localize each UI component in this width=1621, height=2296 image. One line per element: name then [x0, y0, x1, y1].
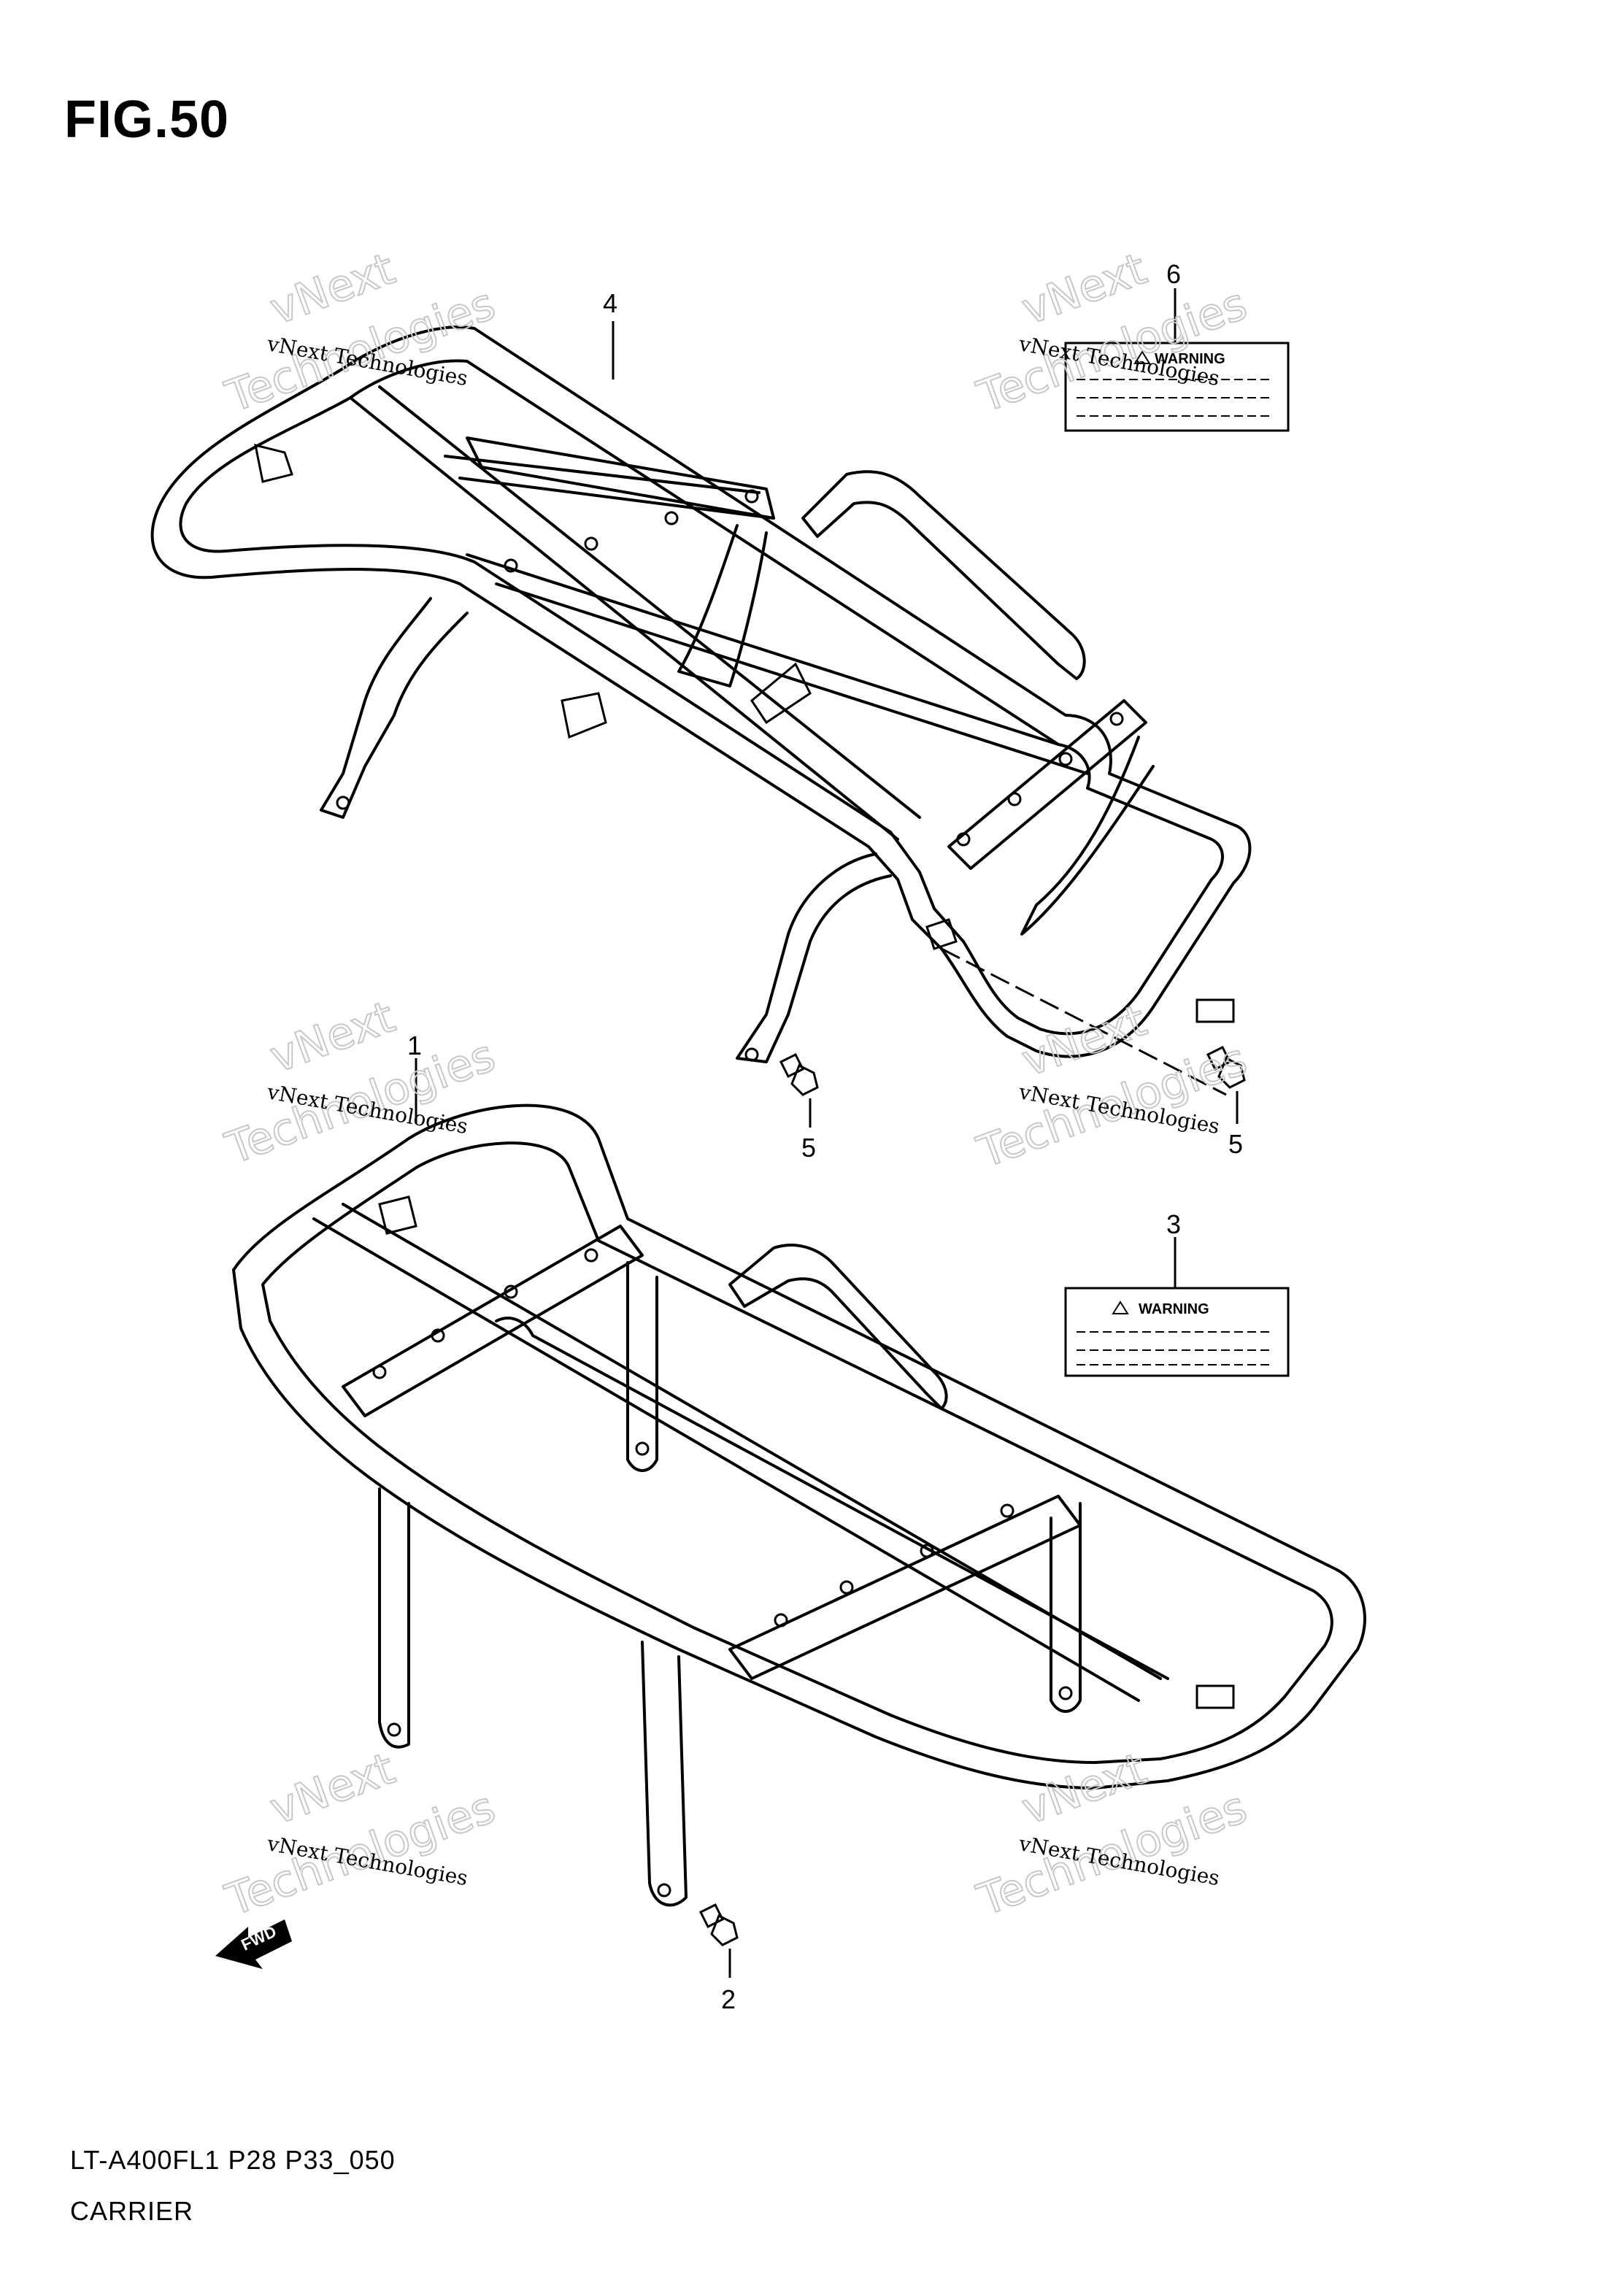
callout-4: 4	[603, 288, 617, 318]
warning-label-6-text: WARNING	[1155, 351, 1225, 367]
model-code: LT-A400FL1 P28 P33_050	[70, 2145, 396, 2175]
watermark-top-right: vNext Technologies vNext Technologies	[970, 242, 1254, 423]
callout-5-right: 5	[1228, 1129, 1243, 1159]
bolt-2	[698, 1903, 739, 1946]
rear-carrier-frame	[150, 325, 1252, 1096]
bolt-5-left	[779, 1052, 819, 1096]
warning-label-6: WARNING	[1064, 342, 1290, 432]
part-callouts: 4 6 3 1 5 5 2	[407, 259, 1243, 2014]
callout-3: 3	[1166, 1209, 1181, 1239]
callout-6: 6	[1166, 259, 1181, 289]
watermark-mid-left: vNext Technologies vNext Technologies	[218, 990, 502, 1175]
warning-label-3: WARNING	[1064, 1287, 1290, 1377]
warning-label-3-text: WARNING	[1139, 1301, 1209, 1317]
front-carrier-frame	[232, 1103, 1366, 1907]
watermark-bottom-left: vNext Technologies vNext Technologies	[218, 1742, 502, 1927]
callout-1: 1	[407, 1030, 422, 1060]
fwd-direction-arrow: FWD	[215, 1919, 292, 1969]
callout-2: 2	[721, 1984, 736, 2014]
bolt-5-right	[1206, 1045, 1246, 1089]
watermark-top-left: vNext Technologies vNext Technologies	[218, 242, 502, 423]
callout-5-left: 5	[801, 1133, 816, 1163]
figure-title: FIG.50	[64, 90, 230, 149]
section-name: CARRIER	[70, 2196, 194, 2226]
